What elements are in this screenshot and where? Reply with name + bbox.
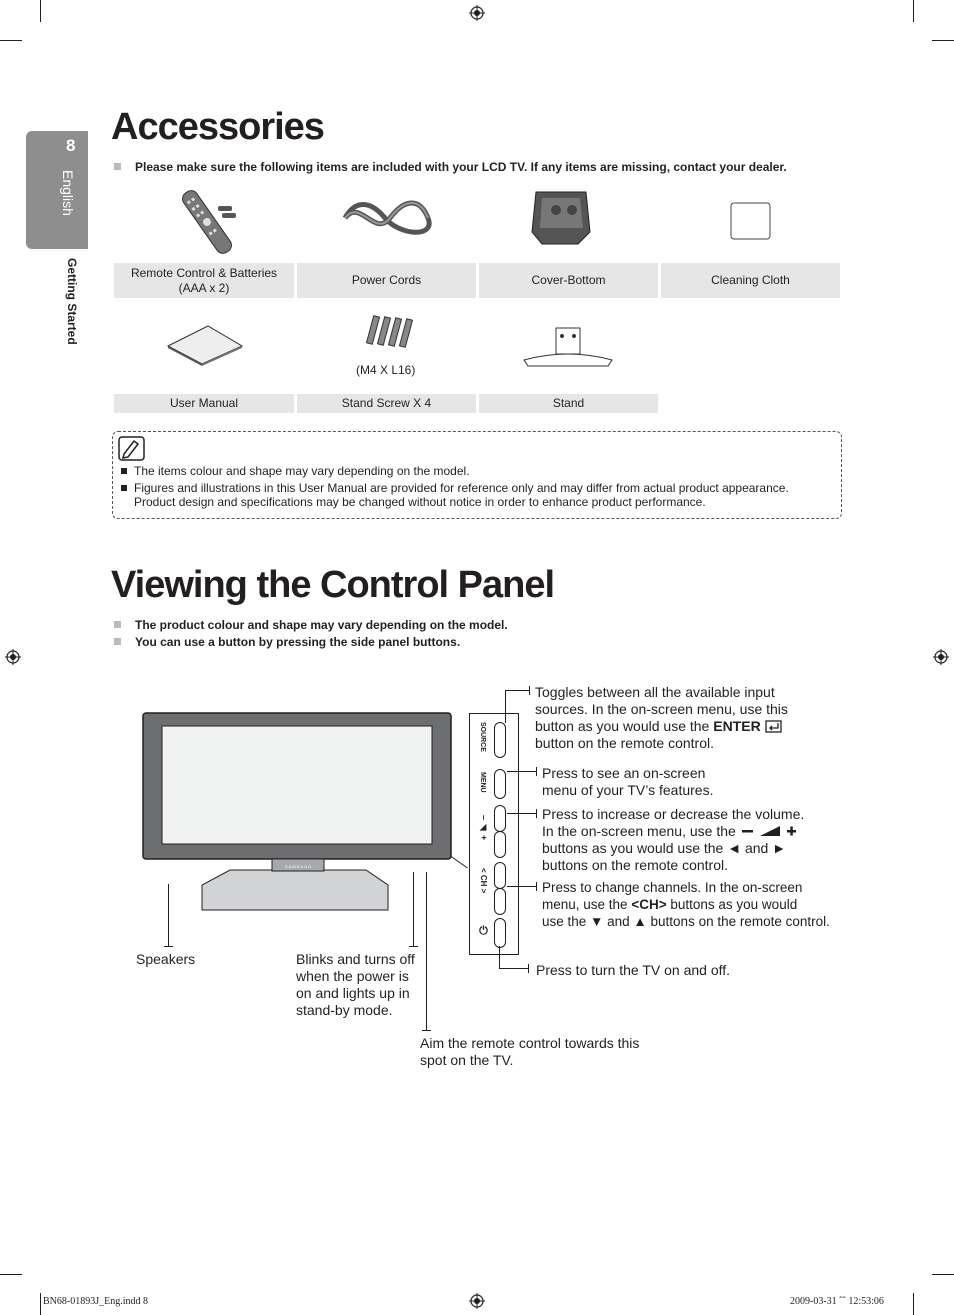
- volume-up-button[interactable]: [494, 831, 506, 858]
- bullet-square: [114, 163, 121, 170]
- screw-spec: (M4 X L16): [356, 363, 416, 377]
- stand-icon: [523, 327, 613, 367]
- crop-mark: [932, 40, 954, 41]
- cleaning-cloth-icon: [730, 202, 771, 240]
- callout-line: [409, 946, 418, 948]
- bullet-square: [114, 638, 121, 645]
- accessories-title: Accessories: [111, 106, 325, 148]
- tv-illustration: [142, 712, 452, 911]
- crop-mark: [40, 0, 41, 22]
- menu-callout: Press to see an on-screen menu of your T…: [542, 765, 714, 798]
- callout-line: [413, 872, 415, 946]
- footer-date: 2009-03-31 ˆˆ 12:53:06: [790, 1296, 884, 1307]
- bullet-square: [114, 621, 121, 628]
- item-user-manual: User Manual: [114, 394, 294, 413]
- source-label: SOURCE: [479, 722, 486, 752]
- menu-button[interactable]: [494, 769, 506, 799]
- callout-line: [499, 946, 501, 968]
- note-text: Product design and specifications may be…: [134, 495, 706, 509]
- language-label: English: [60, 170, 76, 216]
- callout-line: [505, 690, 507, 723]
- callout-line: [426, 872, 428, 1030]
- bullet: [121, 468, 127, 474]
- callout-line: [536, 809, 538, 818]
- ch-label: CH: [639, 897, 659, 912]
- channel-callout: Press to change channels. In the on-scre…: [542, 880, 830, 929]
- enter-icon: [764, 720, 782, 733]
- callout-line: [507, 771, 537, 773]
- registration-mark-icon: [469, 1293, 485, 1309]
- callout-line: [164, 946, 173, 948]
- crop-mark: [0, 1274, 22, 1275]
- source-callout: Toggles between all the available input …: [535, 684, 788, 751]
- enter-key-label: ENTER: [713, 718, 761, 734]
- registration-mark-icon: [5, 649, 21, 665]
- cover-bottom-icon: [531, 191, 591, 245]
- volume-label: – ◢ +: [479, 815, 489, 841]
- registration-mark-icon: [933, 649, 949, 665]
- callout-line: [168, 884, 170, 946]
- power-led-callout: Blinks and turns off when the power is o…: [296, 951, 415, 1018]
- callout-line: [505, 690, 530, 692]
- crop-mark: [932, 1274, 954, 1275]
- section-label: Getting Started: [65, 258, 79, 345]
- side-tab: [26, 131, 88, 249]
- power-button[interactable]: [494, 918, 506, 948]
- crop-mark: [913, 0, 914, 22]
- chevron-left-icon: <: [631, 897, 640, 912]
- volume-down-button[interactable]: [494, 805, 506, 832]
- item-cleaning-cloth: Cleaning Cloth: [661, 263, 840, 298]
- menu-label: MENU: [479, 772, 486, 793]
- stand-screw-icon: [366, 315, 414, 348]
- crop-mark: [913, 1293, 914, 1315]
- crop-mark: [0, 40, 22, 41]
- callout-line: [536, 767, 538, 776]
- note-pencil-icon: [118, 436, 145, 461]
- power-callout: Press to turn the TV on and off.: [536, 962, 731, 978]
- item-cover-bottom: Cover-Bottom: [479, 263, 658, 298]
- item-stand: Stand: [479, 394, 658, 413]
- power-label-icon: ⏻: [478, 926, 490, 937]
- chevron-right-icon: >: [658, 897, 667, 912]
- item-power-cords: Power Cords: [297, 263, 476, 298]
- remote-sensor-callout: Aim the remote control towards this spot…: [420, 1035, 640, 1068]
- callout-line: [529, 686, 531, 695]
- item-stand-screw: Stand Screw X 4: [297, 394, 476, 413]
- callout-line: [536, 882, 538, 891]
- page-number: 8: [66, 136, 76, 155]
- callout-line: [499, 968, 529, 970]
- callout-line: [507, 813, 537, 815]
- footer-file: BN68-01893J_Eng.indd 8: [43, 1296, 148, 1307]
- volume-icon: [741, 826, 796, 836]
- note-text: Figures and illustrations in this User M…: [134, 481, 789, 495]
- control-panel-title: Viewing the Control Panel: [111, 564, 555, 606]
- registration-mark-icon: [469, 5, 485, 21]
- callout-line: [507, 886, 537, 888]
- accessories-intro: Please make sure the following items are…: [114, 160, 787, 174]
- source-button[interactable]: [494, 722, 506, 758]
- control-panel-note: You can use a button by pressing the sid…: [114, 635, 460, 649]
- crop-mark: [40, 1293, 41, 1315]
- power-cord-icon: [342, 200, 432, 235]
- intro-text: Please make sure the following items are…: [135, 160, 787, 174]
- control-panel-note: The product colour and shape may vary de…: [114, 618, 508, 632]
- callout-line: [528, 964, 530, 973]
- note-text: The items colour and shape may vary depe…: [134, 464, 470, 478]
- tv-brand-logo: SAMSUNG: [285, 864, 313, 869]
- channel-down-button[interactable]: [494, 888, 506, 915]
- channel-up-button[interactable]: [494, 862, 506, 889]
- callout-line: [422, 1030, 431, 1032]
- speakers-callout: Speakers: [136, 951, 196, 967]
- user-manual-icon: [166, 325, 244, 366]
- volume-callout: Press to increase or decrease the volume…: [542, 806, 805, 873]
- channel-label: < CH >: [479, 868, 488, 894]
- note-box: [112, 431, 842, 519]
- remote-control-icon: [182, 190, 236, 254]
- bullet: [121, 485, 127, 491]
- item-remote-control: Remote Control & Batteries (AAA x 2): [114, 263, 294, 298]
